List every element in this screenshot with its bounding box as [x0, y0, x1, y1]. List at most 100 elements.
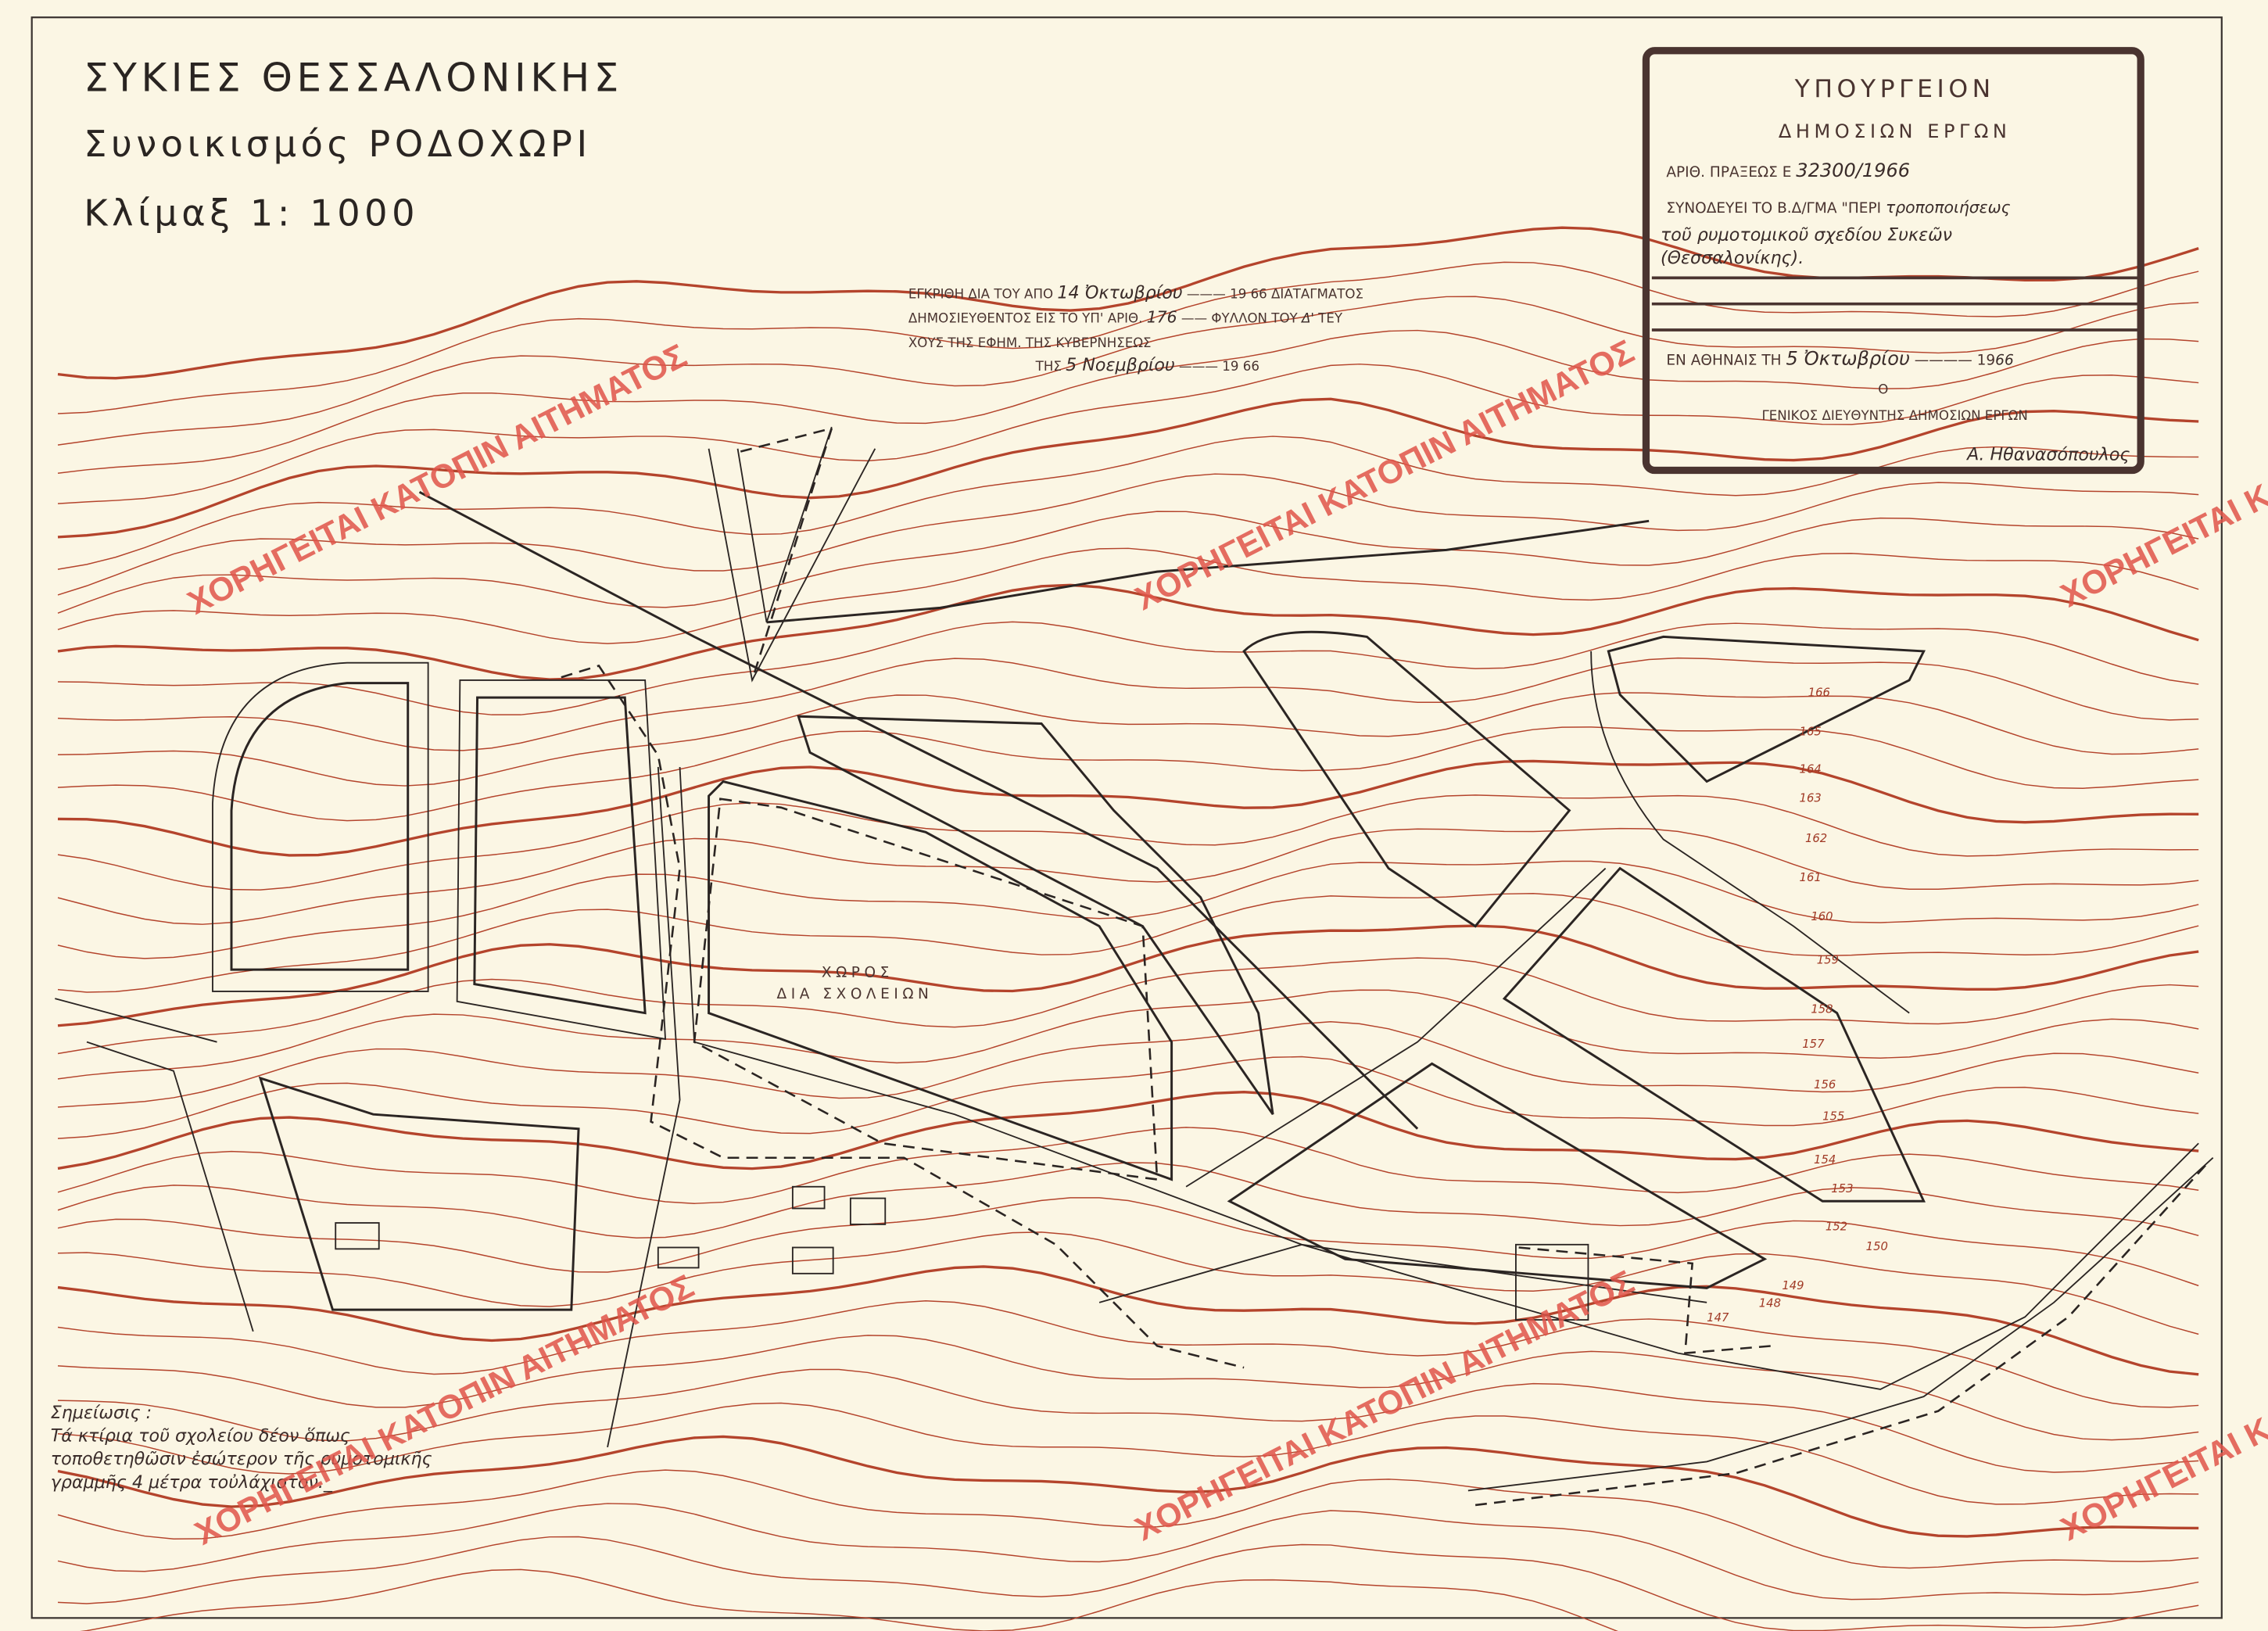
svg-text:ΣΥΝΟΔΕΥΕΙ ΤΟ Β.Δ/ΓΜΑ "ΠΕΡΙ τρο: ΣΥΝΟΔΕΥΕΙ ΤΟ Β.Δ/ΓΜΑ "ΠΕΡΙ τροποποιήσεως	[1666, 198, 2010, 217]
svg-text:ΧΟΥΣ ΤΗΣ ΕΦΗΜ. ΤΗΣ ΚΥΒΕΡΝΗΣΕΩΣ: ΧΟΥΣ ΤΗΣ ΕΦΗΜ. ΤΗΣ ΚΥΒΕΡΝΗΣΕΩΣ	[908, 335, 1152, 350]
school-area-label-2: ΔΙΑ ΣΧΟΛΕΙΩΝ	[777, 986, 933, 1002]
road-edge	[1590, 651, 1910, 1014]
ministry-stamp: ΥΠΟΥΡΓΕΙΟΝ ΔΗΜΟΣΙΩΝ ΕΡΓΩΝ ΑΡΙΘ. ΠΡΑΞΕΩΣ …	[1642, 47, 2144, 475]
contour-line	[57, 657, 2199, 751]
title-municipality: ΣΥΚΙΕΣ ΘΕΣΣΑΛΟΝΙΚΗΣ	[84, 56, 623, 101]
contour-line	[57, 794, 2199, 891]
approval-stamp: ΕΓΚΡΙΘΗ ΔΙΑ ΤΟΥ ΑΠΟ 14 Ὀκτωβρίου ——— 19 …	[908, 282, 1363, 375]
notes: Σημείωσις : Τά κτίρια τοῦ σχολείου δέον …	[51, 1403, 432, 1493]
road-edge	[418, 491, 1419, 1130]
contour-line	[57, 1231, 2199, 1335]
building	[791, 1185, 826, 1210]
block-outline	[473, 696, 647, 1015]
contour-line	[57, 1162, 2199, 1239]
road-edge	[1098, 1142, 2199, 1390]
building	[657, 1246, 700, 1269]
block-offset	[212, 661, 429, 992]
svg-text:τοῦ ρυμοτομικοῦ σχεδίου Συκεῶν: τοῦ ρυμοτομικοῦ σχεδίου Συκεῶν	[1661, 224, 1952, 245]
contour-label: 166	[1808, 686, 1830, 699]
svg-text:ΔΗΜΟΣΙΕΥΘΕΝΤΟΣ ΕΙΣ ΤΟ ΥΠ' ΑΡΙΘ: ΔΗΜΟΣΙΕΥΘΕΝΤΟΣ ΕΙΣ ΤΟ ΥΠ' ΑΡΙΘ. 176 —— Φ…	[908, 308, 1343, 327]
road-edge	[679, 766, 1707, 1303]
contour-label: 150	[1866, 1240, 1888, 1253]
block-offset	[456, 679, 667, 1041]
school-site-boundary	[693, 798, 1159, 1181]
svg-text:ΥΠΟΥΡΓΕΙΟΝ: ΥΠΟΥΡΓΕΙΟΝ	[1794, 75, 1995, 103]
contour-line	[57, 759, 2199, 857]
contour-label: 155	[1822, 1110, 1844, 1124]
contour-label: 165	[1800, 725, 1822, 738]
road-edge	[766, 519, 1650, 624]
block-outline	[230, 682, 410, 971]
svg-text:Τά κτίρια τοῦ σχολείου δέον ὅπ: Τά κτίρια τοῦ σχολείου δέον ὅπως	[51, 1426, 350, 1446]
contour-line	[57, 1368, 2199, 1473]
block-outline	[797, 715, 1274, 1116]
sheet-border	[30, 16, 2223, 1619]
contour-line	[57, 583, 2199, 681]
contour-line	[57, 1300, 2199, 1408]
contour-line	[57, 329, 2199, 474]
contour-line	[57, 1402, 2199, 1505]
svg-text:Σημείωσις :: Σημείωσις :	[51, 1403, 152, 1423]
contour-labels: 1661651641631621611601591581571561551541…	[1707, 686, 1888, 1325]
contour-label: 152	[1826, 1220, 1847, 1233]
contour-line	[57, 1265, 2199, 1376]
block-outline	[1227, 1062, 1768, 1289]
building	[335, 1222, 380, 1250]
building	[1515, 1243, 1589, 1321]
title-scale: Κλίμαξ 1: 1000	[84, 192, 419, 235]
block-outline	[1242, 630, 1571, 928]
title-settlement: Συνοικισμός ΡΟΔΟΧΩΡΙ	[84, 123, 591, 165]
contour-line	[57, 621, 2199, 715]
plot-boundary	[561, 664, 1245, 1369]
contour-line	[57, 1503, 2199, 1601]
contour-line	[57, 296, 2199, 446]
svg-text:ΤΗΣ 5 Νοεμβρίου ——— 19 66: ΤΗΣ 5 Νοεμβρίου ——— 19 66	[1035, 355, 1259, 375]
contour-line	[57, 1127, 2199, 1204]
contour-line	[57, 397, 2199, 539]
road-edge	[1185, 867, 1607, 1188]
contour-line	[57, 893, 2199, 993]
contour-line	[57, 1197, 2199, 1287]
block-outline	[1502, 866, 1926, 1203]
road-edge	[55, 998, 217, 1043]
building	[791, 1246, 834, 1274]
block-outline	[258, 1076, 580, 1311]
block-outline	[1607, 635, 1926, 783]
title-block: ΣΥΚΙΕΣ ΘΕΣΣΑΛΟΝΙΚΗΣ Συνοικισμός ΡΟΔΟΧΩΡΙ…	[84, 56, 623, 235]
contour-label: 160	[1811, 910, 1833, 923]
contour-line	[57, 989, 2199, 1080]
contour-label: 156	[1814, 1078, 1836, 1092]
contour-label: 161	[1800, 871, 1822, 884]
road-edge	[607, 766, 681, 1448]
contour-label: 148	[1759, 1296, 1781, 1310]
contour-label: 164	[1800, 762, 1822, 776]
contour-line	[57, 924, 2199, 1027]
contour-label: 149	[1782, 1279, 1804, 1292]
signature: Α. Ηθανασόπουλος	[1965, 445, 2130, 465]
svg-text:Ο: Ο	[1878, 382, 1888, 396]
svg-text:ΕΝ ΑΘΗΝΑΙΣ ΤΗ 5 Ὀκτωβρίου ————: ΕΝ ΑΘΗΝΑΙΣ ΤΗ 5 Ὀκτωβρίου ———— 1966	[1666, 347, 2013, 369]
svg-text:ΕΓΚΡΙΘΗ ΔΙΑ ΤΟΥ ΑΠΟ 14 Ὀκτωβρί: ΕΓΚΡΙΘΗ ΔΙΑ ΤΟΥ ΑΠΟ 14 Ὀκτωβρίου ——— 19 …	[908, 282, 1363, 303]
contour-line	[57, 473, 2199, 596]
contour-line	[57, 1021, 2199, 1108]
contour-line	[57, 511, 2199, 614]
contour-line	[57, 261, 2199, 414]
contour-line	[57, 436, 2199, 570]
contour-line	[80, 1568, 1618, 1631]
contour-label: 158	[1811, 1003, 1833, 1016]
contour-line	[57, 363, 2199, 504]
svg-text:ΓΕΝΙΚΟΣ ΔΙΕΥΘΥΝΤΗΣ ΔΗΜΟΣΙΩΝ ΕΡ: ΓΕΝΙΚΟΣ ΔΙΕΥΘΥΝΤΗΣ ΔΗΜΟΣΙΩΝ ΕΡΓΩΝ	[1762, 408, 2028, 423]
contour-label: 153	[1831, 1182, 1853, 1195]
contour-label: 163	[1800, 791, 1822, 805]
contour-line	[57, 726, 2199, 822]
contour-line	[57, 1435, 2199, 1538]
contour-line	[57, 1536, 2199, 1631]
contour-line	[57, 692, 2199, 787]
road-edge	[86, 1041, 254, 1332]
svg-text:τοποθετηθῶσιν ἐσώτερον τῆς ρυμ: τοποθετηθῶσιν ἐσώτερον τῆς ρυμοτομικῆς	[51, 1449, 432, 1469]
contour-label: 147	[1707, 1311, 1729, 1325]
svg-text:ΑΡΙΘ. ΠΡΑΞΕΩΣ Ε 32300/1966: ΑΡΙΘ. ΠΡΑΞΕΩΣ Ε 32300/1966	[1666, 160, 1910, 181]
contour-line	[57, 1056, 2199, 1139]
